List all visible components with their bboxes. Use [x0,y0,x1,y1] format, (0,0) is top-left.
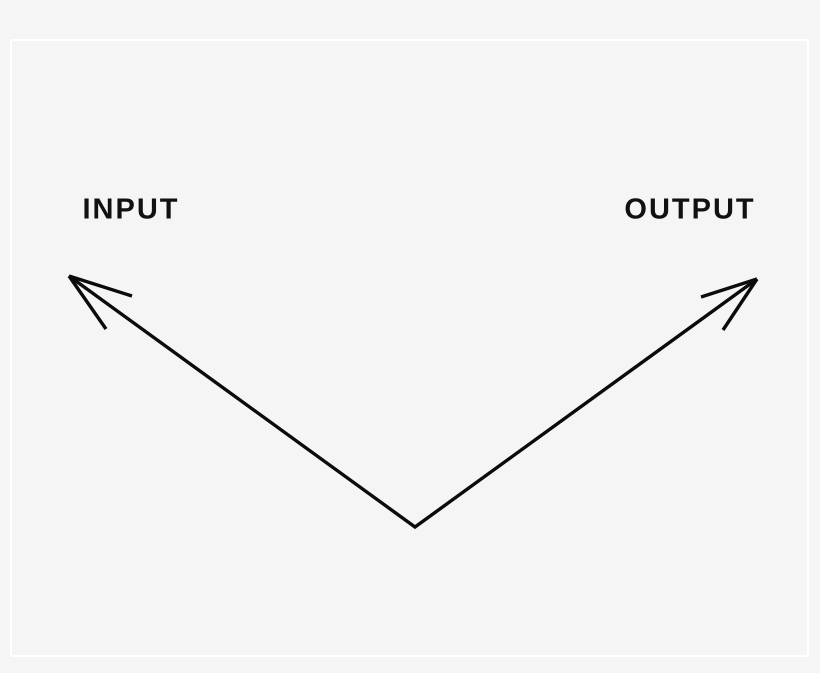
left-arrowhead [67,275,108,330]
label-input: INPUT [82,193,180,226]
right-arrowhead [721,278,759,331]
right-arrowhead [700,277,758,299]
label-output: OUTPUT [624,193,756,226]
left-arrowhead [68,274,133,298]
arrow-shaft [68,274,758,530]
